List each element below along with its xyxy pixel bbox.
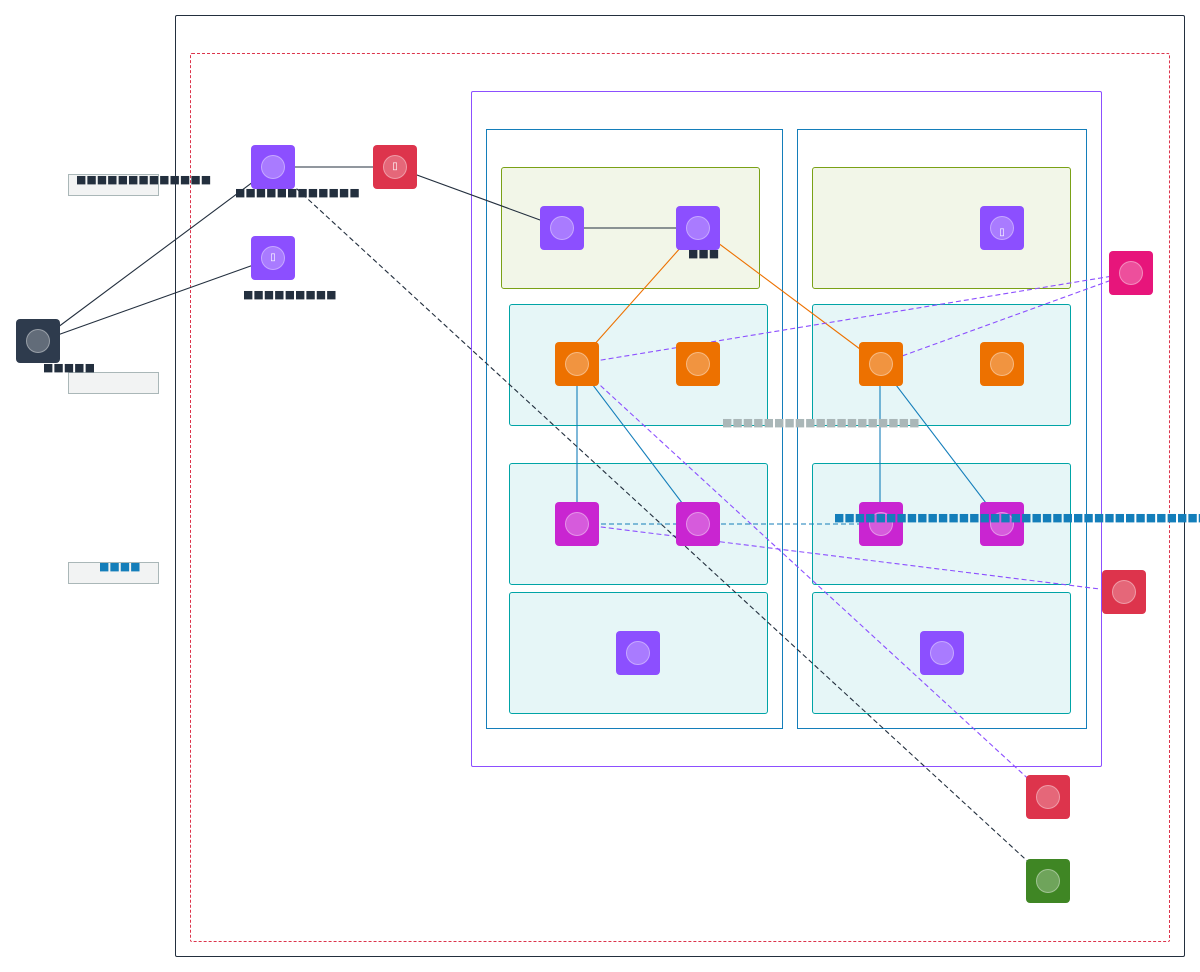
legend-label-1: ■■■■■■■■■■■■■ — [76, 173, 212, 186]
second-service-icon[interactable]: ▯ — [251, 236, 295, 280]
edge-orange-3-to-pink — [879, 271, 1132, 365]
orange-node-2-icon[interactable] — [676, 342, 720, 386]
edge-public-2-to-orange-3 — [697, 227, 881, 365]
user-icon[interactable] — [16, 319, 60, 363]
orange-node-4-icon[interactable] — [980, 342, 1024, 386]
cloud-group-frame — [175, 15, 1185, 957]
orange-node-1-icon[interactable] — [555, 342, 599, 386]
security-service-icon[interactable]: ▯ — [373, 145, 417, 189]
private-subnet-caption: ■■■■■■■■■■■■■■■■■■■ — [722, 416, 920, 429]
top-service-icon[interactable] — [251, 145, 295, 189]
second-service-label: ■■■■■■■■■ — [243, 288, 337, 301]
magenta-node-2-icon[interactable] — [676, 502, 720, 546]
edge-red-to-public-1 — [394, 166, 563, 230]
public-subnet-2 — [812, 167, 1071, 289]
user-label: ■■■■■ — [43, 361, 95, 374]
public-node-2-icon[interactable] — [676, 206, 720, 250]
public-node-1-icon[interactable] — [540, 206, 584, 250]
legend-item-2 — [68, 372, 159, 394]
green-service-icon[interactable] — [1026, 859, 1070, 903]
red-right-service-icon[interactable] — [1102, 570, 1146, 614]
legend-item-1 — [68, 174, 159, 196]
private-subnet-2a — [812, 304, 1071, 426]
edge-magenta-1-to-red-right — [576, 523, 1125, 596]
magenta-node-4-icon[interactable] — [980, 502, 1024, 546]
magenta-node-1-icon[interactable] — [555, 502, 599, 546]
edge-user-to-top-service — [37, 166, 274, 343]
public-node-label: ■■■ — [688, 247, 720, 260]
pink-service-icon[interactable] — [1109, 251, 1153, 295]
private-subnet-1a — [509, 304, 768, 426]
purple-bottom-1-icon[interactable] — [616, 631, 660, 675]
vpc-group-frame — [471, 91, 1102, 767]
availability-zone-2 — [797, 129, 1087, 729]
magenta-node-3-icon[interactable] — [859, 502, 903, 546]
edge-orange-1-to-pink — [576, 269, 1132, 365]
edge-orange-3-to-magenta-4 — [879, 363, 1003, 525]
edge-label: ■■■■■■■■■■■■■■■■■■■■■■■■■■■■■■■■■■■■ — [834, 511, 1200, 524]
legend-label-3: ■■■■ — [99, 560, 141, 573]
edge-public-2-to-orange-1 — [576, 227, 699, 365]
red-bottom-service-icon[interactable] — [1026, 775, 1070, 819]
region-group-frame — [190, 53, 1170, 942]
edge-user-to-second-service — [37, 256, 274, 343]
purple-bottom-2-icon[interactable] — [920, 631, 964, 675]
top-service-label: ■■■■■■■■■■■■ — [235, 186, 360, 199]
orange-node-3-icon[interactable] — [859, 342, 903, 386]
availability-zone-1 — [486, 129, 783, 729]
public-node-3-icon[interactable]: ▯ — [980, 206, 1024, 250]
edge-orange-1-to-red-bottom — [576, 363, 1049, 798]
edge-magenta-2-to-orange-1 — [576, 363, 699, 525]
legend-item-3 — [68, 562, 159, 584]
